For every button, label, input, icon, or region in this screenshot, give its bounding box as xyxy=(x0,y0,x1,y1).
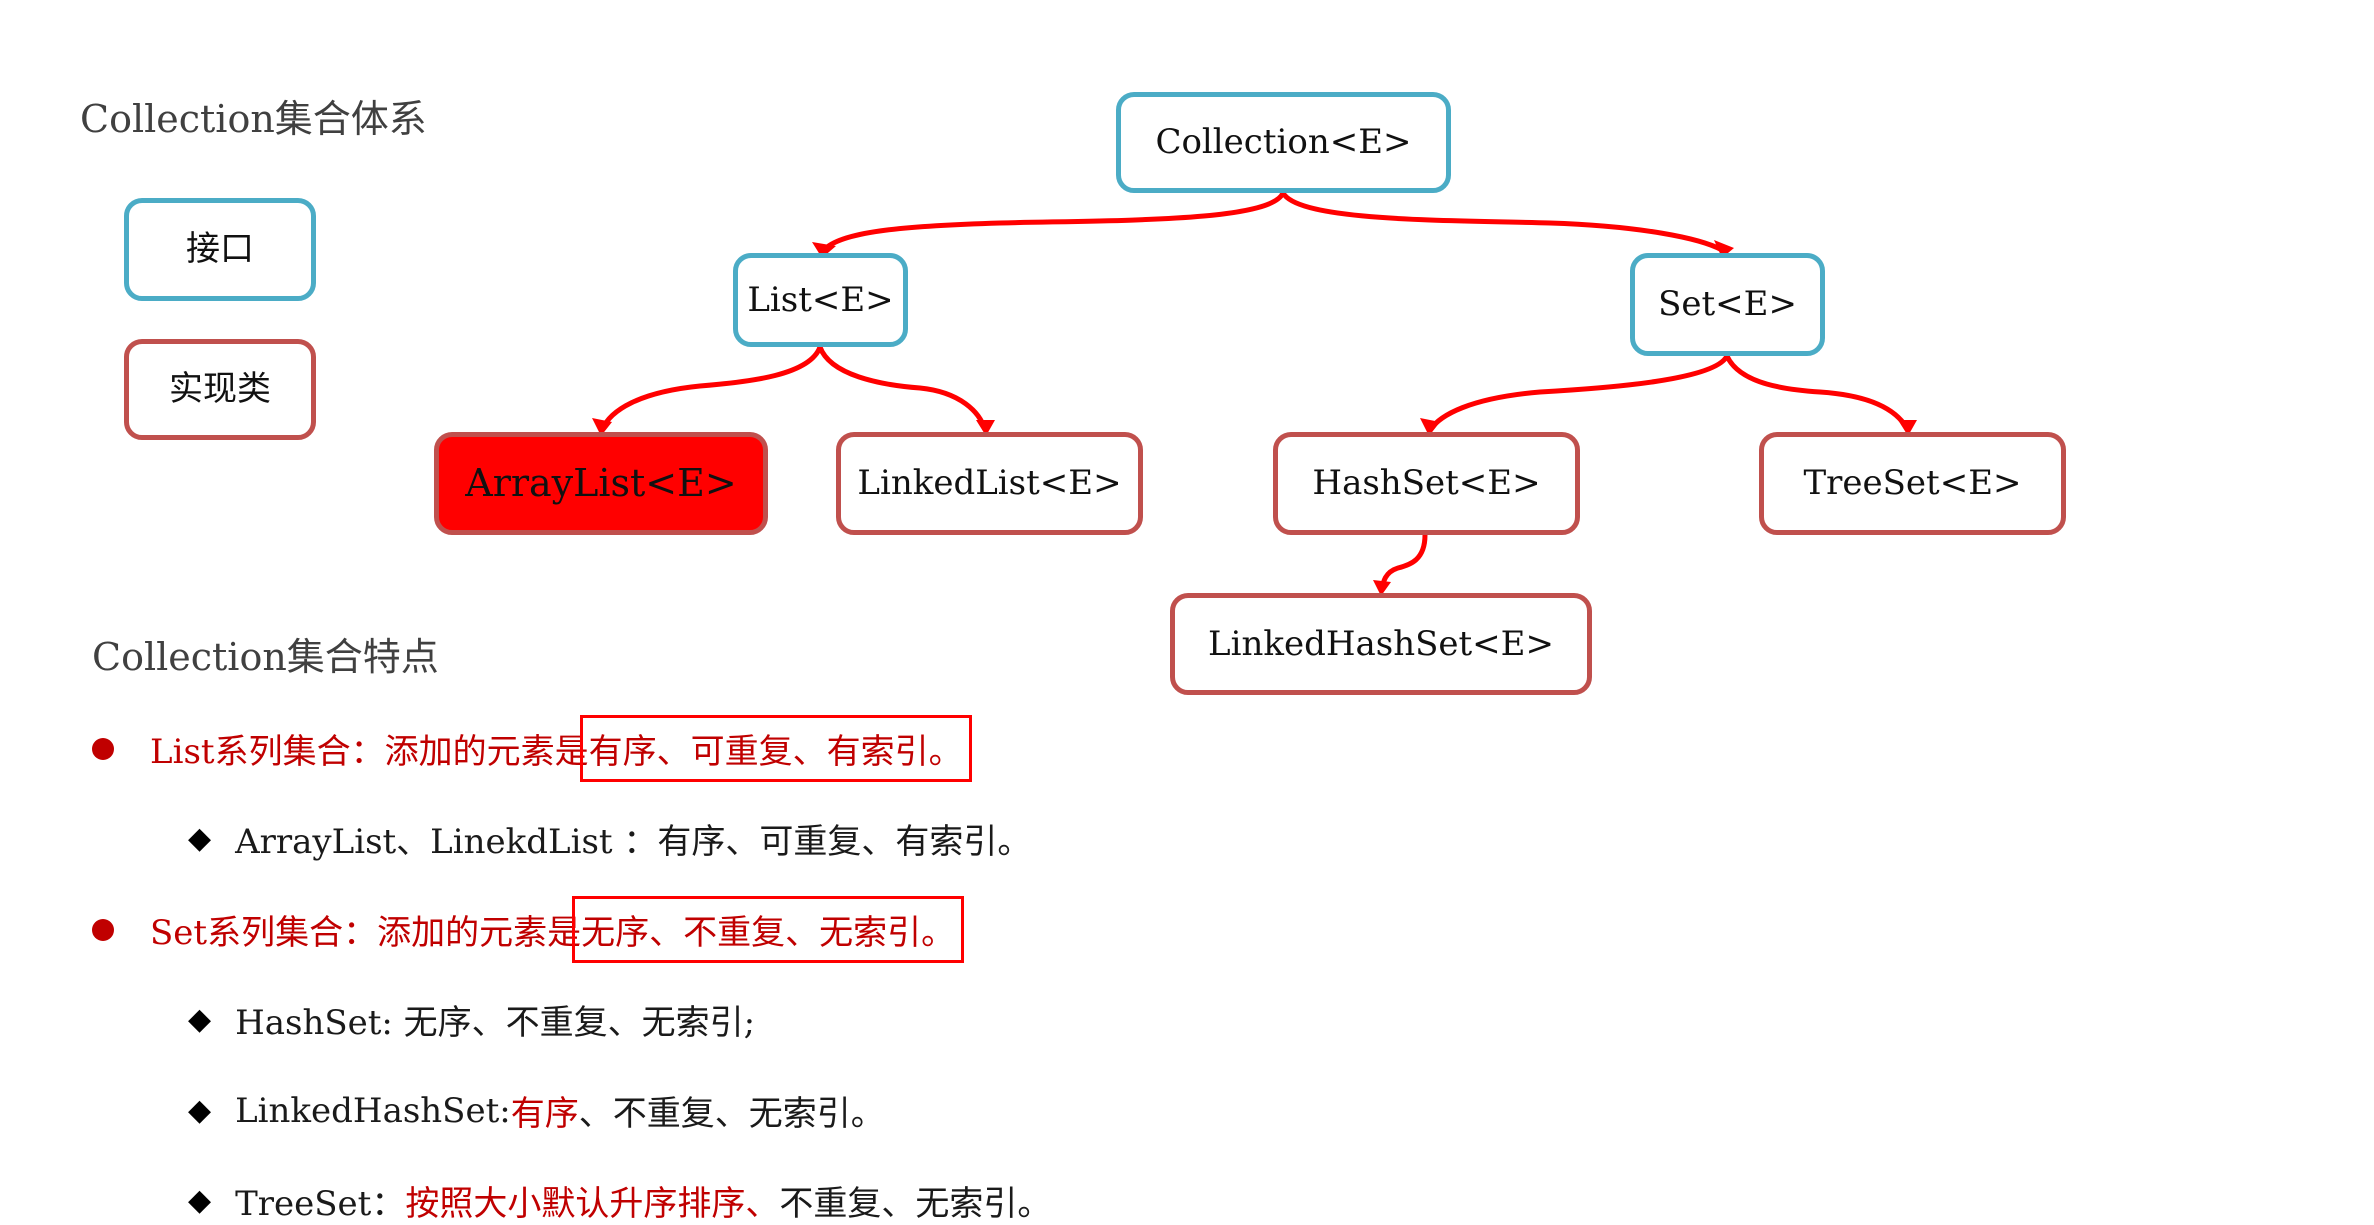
diamond-icon: ◆ xyxy=(188,1183,212,1218)
arrow-set-to-treeset xyxy=(1724,354,1911,432)
arrow-collection-to-set xyxy=(1280,191,1724,253)
diamond-icon: ◆ xyxy=(188,1093,212,1128)
treeset-feature-highlight: 按照大小默认升序排序、 xyxy=(405,1184,780,1224)
list-feature-highlight: 有序、可重复、有索引。 xyxy=(579,715,972,782)
node-arraylist: ArrayList<E> xyxy=(434,432,768,535)
node-hashset-label: HashSet<E> xyxy=(1312,463,1541,504)
list-feature-prefix: List系列集合：添加的元素是 xyxy=(150,732,589,772)
set-feature-item: Set系列集合：添加的元素是无序、不重复、无索引。 xyxy=(92,896,965,963)
node-linkedlist-label: LinkedList<E> xyxy=(857,463,1122,504)
legend-interface-label: 接口 xyxy=(186,229,254,270)
node-set: Set<E> xyxy=(1630,253,1825,356)
diamond-icon: ◆ xyxy=(188,1002,212,1037)
node-list-label: List<E> xyxy=(747,279,894,320)
node-hashset: HashSet<E> xyxy=(1273,432,1580,535)
node-linkedhashset: LinkedHashSet<E> xyxy=(1170,593,1592,695)
legend-implementation: 实现类 xyxy=(124,339,316,440)
arrow-set-to-hashset xyxy=(1427,354,1730,432)
hierarchy-title: Collection集合体系 xyxy=(80,97,427,141)
node-collection-label: Collection<E> xyxy=(1155,122,1412,163)
linkedhashset-feature-prefix: LinkedHashSet: xyxy=(235,1090,511,1131)
features-title: Collection集合特点 xyxy=(92,635,439,679)
legend-interface: 接口 xyxy=(124,198,316,301)
hashset-feature-text: HashSet: 无序、不重复、无索引; xyxy=(235,1003,756,1043)
treeset-feature-prefix: TreeSet： xyxy=(235,1184,406,1224)
node-linkedhashset-label: LinkedHashSet<E> xyxy=(1208,623,1554,664)
linkedhashset-feature-suffix: 、不重复、无索引。 xyxy=(578,1094,885,1134)
node-treeset-label: TreeSet<E> xyxy=(1803,463,2022,504)
node-treeset: TreeSet<E> xyxy=(1759,432,2066,535)
filled-circle-icon xyxy=(92,918,114,941)
node-collection: Collection<E> xyxy=(1116,92,1451,193)
node-set-label: Set<E> xyxy=(1658,284,1797,325)
legend-implementation-label: 实现类 xyxy=(169,369,271,410)
arrow-collection-to-list xyxy=(822,191,1286,252)
arrow-list-to-linkedlist xyxy=(817,345,988,431)
list-feature-item: List系列集合：添加的元素是有序、可重复、有索引。 xyxy=(92,715,972,782)
arraylist-linkedlist-feature-text: ArrayList、LinekdList ：有序、可重复、有索引。 xyxy=(235,822,1032,862)
linkedhashset-feature: ◆ LinkedHashSet: 有序、不重复、无索引。 xyxy=(188,1086,885,1135)
filled-circle-icon xyxy=(92,737,114,760)
node-arraylist-label: ArrayList<E> xyxy=(465,460,737,505)
diamond-icon: ◆ xyxy=(188,821,212,856)
treeset-feature-suffix: 不重复、无索引。 xyxy=(779,1184,1052,1224)
set-feature-highlight: 无序、不重复、无索引。 xyxy=(572,896,965,963)
arrow-hashset-to-linkedhashset xyxy=(1379,534,1428,591)
arrow-list-to-arraylist xyxy=(599,345,823,432)
set-feature-prefix: Set系列集合：添加的元素是 xyxy=(150,913,582,953)
hashset-feature: ◆ HashSet: 无序、不重复、无索引; xyxy=(188,995,755,1044)
node-list: List<E> xyxy=(733,253,908,347)
linkedhashset-feature-highlight: 有序 xyxy=(510,1094,579,1134)
treeset-feature: ◆ TreeSet：按照大小默认升序排序、不重复、无索引。 xyxy=(188,1176,1051,1225)
node-linkedlist: LinkedList<E> xyxy=(836,432,1143,535)
arraylist-linkedlist-feature: ◆ ArrayList、LinekdList ：有序、可重复、有索引。 xyxy=(188,814,1031,863)
